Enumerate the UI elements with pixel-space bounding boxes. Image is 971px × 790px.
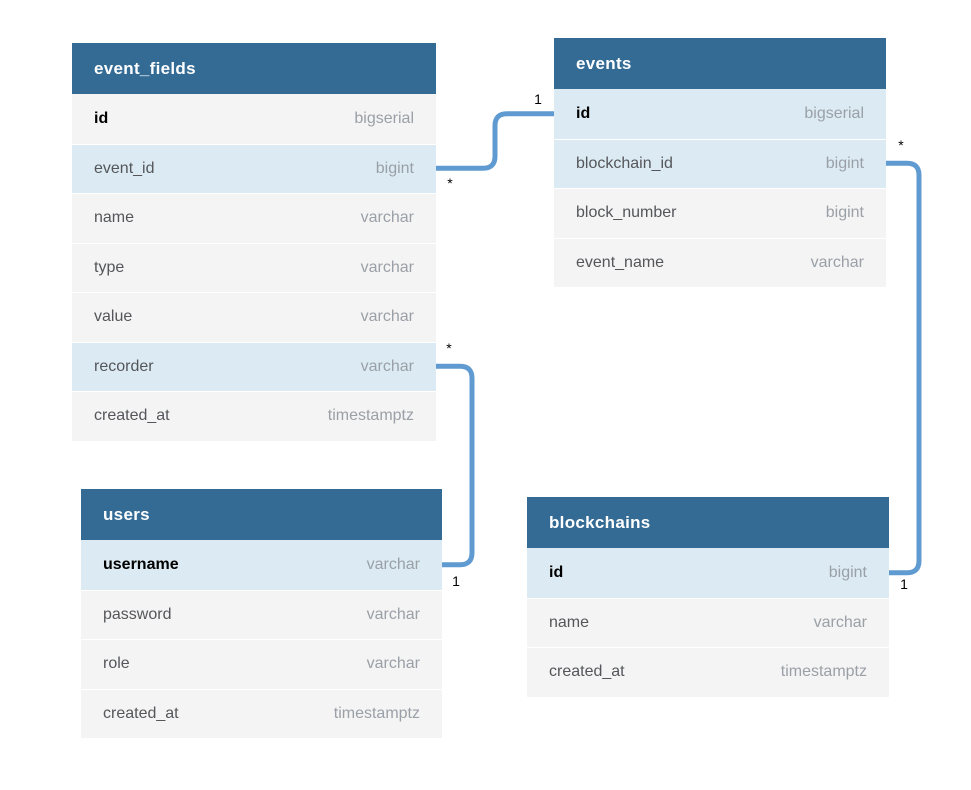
- cardinality-label-blockchains-id: 1: [900, 576, 908, 592]
- field-row-event_fields-value[interactable]: value varchar: [72, 292, 436, 342]
- field-type: bigint: [825, 154, 864, 172]
- field-row-event_fields-event_id[interactable]: event_id bigint: [72, 143, 436, 193]
- field-name: event_id: [94, 159, 155, 177]
- field-row-event_fields-id[interactable]: id bigserial: [72, 94, 436, 144]
- cardinality-label-event_fields-recorder: *: [446, 340, 452, 356]
- cardinality-label-events-blockchain_id: *: [898, 137, 904, 153]
- table-title: users: [103, 504, 150, 524]
- field-type: timestamptz: [327, 407, 414, 425]
- field-name: id: [576, 104, 591, 122]
- table-events[interactable]: events id bigserial blockchain_id bigint…: [554, 38, 886, 287]
- relationship-events-blockchains[interactable]: [886, 160, 922, 576]
- field-type: varchar: [366, 555, 420, 573]
- table-users[interactable]: users username varchar password varchar …: [81, 489, 442, 738]
- cardinality-label-users-username: 1: [452, 573, 460, 589]
- field-row-users-username[interactable]: username varchar: [81, 540, 442, 590]
- field-row-blockchains-created_at[interactable]: created_at timestamptz: [527, 647, 889, 697]
- field-row-event_fields-name[interactable]: name varchar: [72, 193, 436, 243]
- field-name: type: [94, 258, 125, 276]
- field-name: block_number: [576, 204, 677, 222]
- field-row-events-event_name[interactable]: event_name varchar: [554, 237, 886, 287]
- table-blockchains[interactable]: blockchains id bigint name varchar creat…: [527, 497, 889, 697]
- field-row-users-role[interactable]: role varchar: [81, 639, 442, 689]
- field-name: value: [94, 308, 133, 326]
- field-name: created_at: [94, 407, 170, 425]
- table-body: id bigint name varchar created_at timest…: [527, 548, 889, 697]
- field-type: bigint: [828, 563, 867, 581]
- field-name: created_at: [103, 704, 179, 722]
- field-name: blockchain_id: [576, 154, 673, 172]
- table-title: blockchains: [549, 512, 651, 532]
- table-header[interactable]: events: [554, 38, 886, 89]
- table-body: id bigserial event_id bigint name varcha…: [72, 94, 436, 441]
- field-type: timestamptz: [333, 704, 420, 722]
- relationship-event_fields-users[interactable]: [436, 363, 475, 568]
- field-row-blockchains-name[interactable]: name varchar: [527, 597, 889, 647]
- field-type: bigserial: [804, 104, 864, 122]
- field-row-events-id[interactable]: id bigserial: [554, 89, 886, 139]
- field-type: varchar: [813, 613, 867, 631]
- field-type: varchar: [360, 258, 414, 276]
- field-row-events-block_number[interactable]: block_number bigint: [554, 188, 886, 238]
- table-header[interactable]: blockchains: [527, 497, 889, 548]
- cardinality-label-events-id: 1: [534, 91, 542, 107]
- field-type: varchar: [366, 655, 420, 673]
- table-header[interactable]: users: [81, 489, 442, 540]
- field-row-event_fields-type[interactable]: type varchar: [72, 242, 436, 292]
- field-row-event_fields-created_at[interactable]: created_at timestamptz: [72, 391, 436, 441]
- table-event_fields[interactable]: event_fields id bigserial event_id bigin…: [72, 43, 436, 441]
- field-type: bigint: [825, 204, 864, 222]
- field-row-event_fields-recorder[interactable]: recorder varchar: [72, 341, 436, 391]
- table-body: id bigserial blockchain_id bigint block_…: [554, 89, 886, 287]
- table-header[interactable]: event_fields: [72, 43, 436, 94]
- field-type: timestamptz: [780, 663, 867, 681]
- field-name: role: [103, 655, 130, 673]
- field-row-blockchains-id[interactable]: id bigint: [527, 548, 889, 598]
- relationship-event_fields-events[interactable]: [436, 111, 554, 171]
- field-type: varchar: [360, 357, 414, 375]
- field-row-users-password[interactable]: password varchar: [81, 589, 442, 639]
- field-type: varchar: [366, 605, 420, 623]
- field-type: varchar: [360, 308, 414, 326]
- field-name: id: [94, 109, 109, 127]
- field-name: username: [103, 555, 179, 573]
- table-body: username varchar password varchar role v…: [81, 540, 442, 738]
- field-type: varchar: [360, 209, 414, 227]
- field-type: varchar: [810, 253, 864, 271]
- field-name: name: [94, 209, 135, 227]
- field-type: bigserial: [354, 109, 414, 127]
- field-name: created_at: [549, 663, 625, 681]
- cardinality-label-event_fields-event_id: *: [447, 175, 453, 191]
- table-title: events: [576, 53, 632, 73]
- table-title: event_fields: [94, 58, 196, 78]
- field-name: id: [549, 563, 564, 581]
- field-name: password: [103, 605, 172, 623]
- field-name: event_name: [576, 253, 665, 271]
- field-name: recorder: [94, 357, 154, 375]
- field-row-events-blockchain_id[interactable]: blockchain_id bigint: [554, 138, 886, 188]
- field-row-users-created_at[interactable]: created_at timestamptz: [81, 688, 442, 738]
- field-name: name: [549, 613, 590, 631]
- field-type: bigint: [375, 159, 414, 177]
